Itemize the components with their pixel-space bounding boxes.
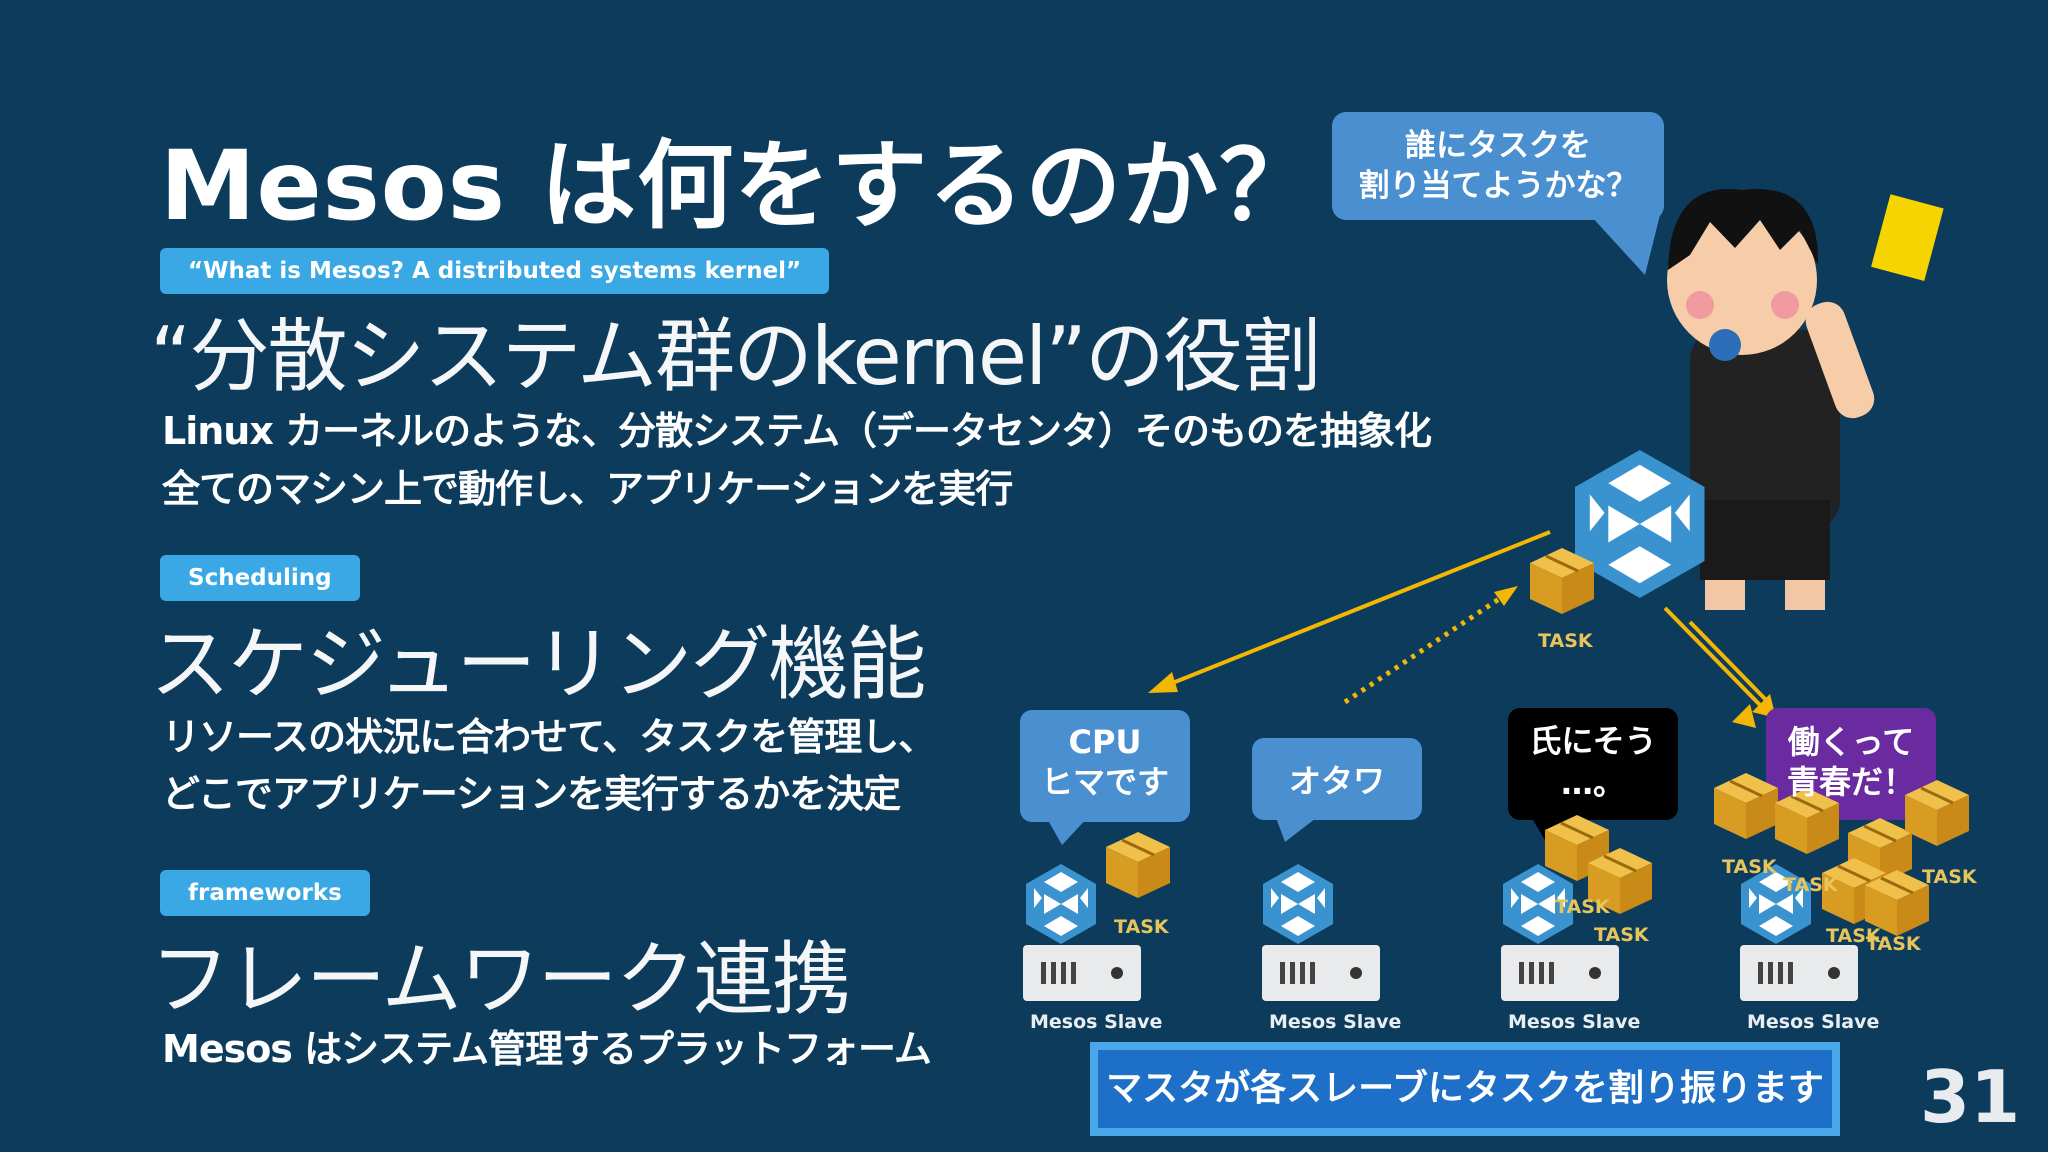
slave-4-bubble-line-2: 青春だ！ [1766,762,1936,802]
server-slave-2 [1262,945,1380,1001]
task-label-slave-4-c: TASK [1922,866,1977,888]
server-slave-3 [1501,945,1619,1001]
task-box-slave-1 [1106,832,1170,898]
task-label-slave-3-b: TASK [1594,924,1649,946]
whistle-icon [1709,329,1741,361]
caption-text: マスタが各スレーブにタスクを割り振ります [1098,1050,1832,1128]
slave-3-bubble-line-2: …。 [1508,762,1678,804]
slave-1-bubble-line-1: CPU [1020,722,1190,762]
server-slave-4 [1740,945,1858,1001]
referee-bubble-tail [1590,215,1660,275]
task-label-slave-3-a: TASK [1555,896,1610,918]
server-label-slave-1: Mesos Slave [1030,1011,1162,1033]
task-label-slave-4-b: TASK [1783,874,1838,896]
mesos-logo-slave-2 [1263,864,1333,944]
slave-3-bubble-line-1: 氏にそう [1508,720,1678,762]
server-slave-1 [1023,945,1141,1001]
page-number: 31 [1920,1055,2020,1139]
slave-1-bubble-text: CPU ヒマです [1020,722,1190,802]
mesos-logo-slave-1 [1026,864,1096,944]
mesos-logo-master [1575,450,1705,598]
referee-speech-bubble: 誰にタスクを 割り当てようかな？ [1332,112,1664,220]
task-label-slave-4-e: TASK [1866,933,1921,955]
task-label-master: TASK [1538,630,1593,652]
server-label-slave-3: Mesos Slave [1508,1011,1640,1033]
referee-bubble-line-1: 誰にタスクを [1332,126,1664,166]
task-label-slave-1: TASK [1114,916,1169,938]
arrow-to-slave-1 [1148,532,1550,693]
slave-2-bubble-text: オタワ [1252,756,1422,802]
referee-bubble-line-2: 割り当てようかな？ [1332,166,1664,206]
slave-3-bubble-text: 氏にそう …。 [1508,720,1678,804]
server-label-slave-4: Mesos Slave [1747,1011,1879,1033]
task-label-slave-4-a: TASK [1722,856,1777,878]
yellow-card-icon [1871,194,1944,281]
slave-4-bubble-text: 働くって 青春だ！ [1766,722,1936,802]
arrow-to-slave-4-double [1665,608,1776,728]
slave-4-bubble-line-1: 働くって [1766,722,1936,762]
server-label-slave-2: Mesos Slave [1269,1011,1401,1033]
slave-1-bubble-line-2: ヒマです [1020,762,1190,802]
